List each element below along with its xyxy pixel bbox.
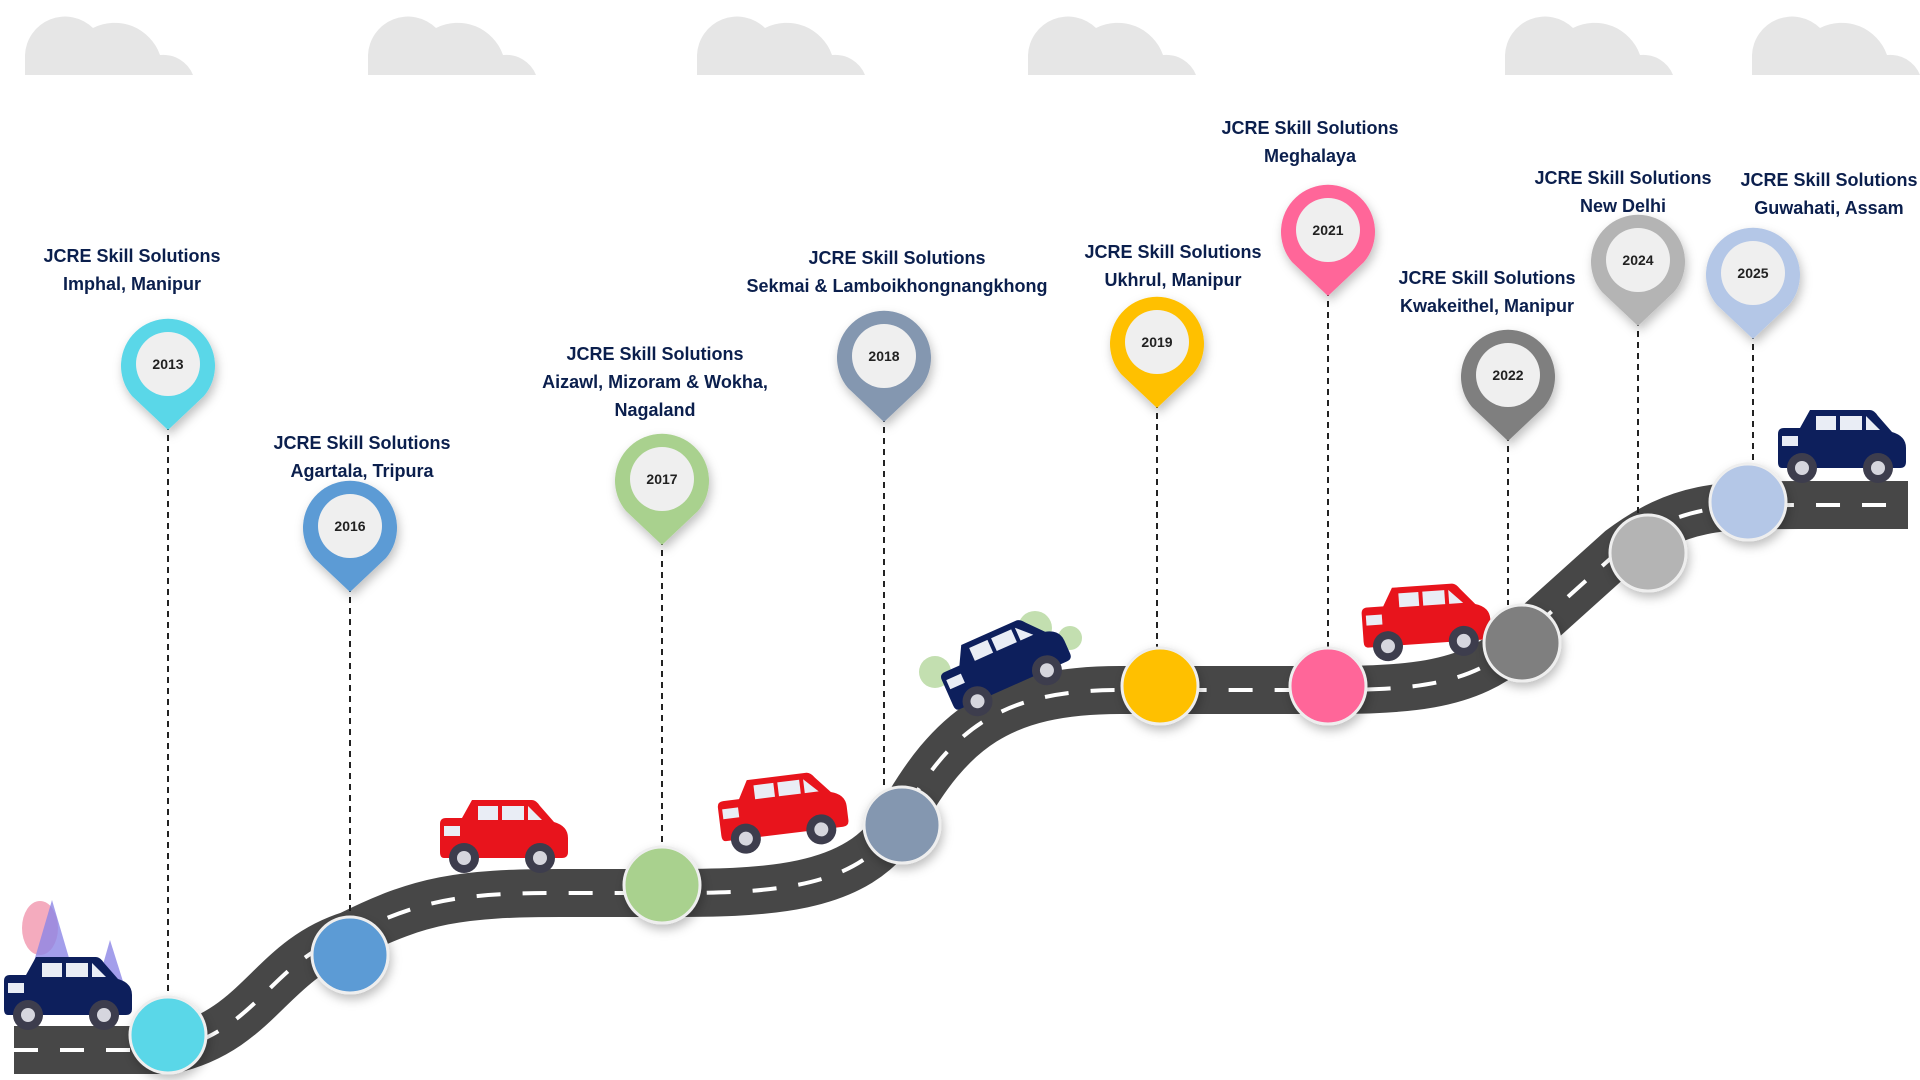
car-red-3 <box>1361 583 1492 662</box>
cloud-icon <box>25 16 193 76</box>
milestone-line1: JCRE Skill Solutions <box>1740 170 1918 190</box>
milestone-line1: JCRE Skill Solutions <box>273 433 451 453</box>
milestone-line2: Ukhrul, Manipur <box>1104 270 1242 290</box>
milestone-line1: JCRE Skill Solutions <box>43 246 221 266</box>
year-label: 2016 <box>334 518 365 534</box>
milestone-dot-2018 <box>862 785 942 865</box>
cloud-icon <box>1752 16 1920 75</box>
milestone-dot-2025 <box>1708 462 1788 542</box>
year-label: 2021 <box>1312 222 1343 238</box>
car-red-2 <box>717 772 849 854</box>
milestone-line1: JCRE Skill Solutions <box>566 344 744 364</box>
cloud-icon <box>1505 16 1673 75</box>
car-navy-middle <box>941 620 1071 717</box>
milestone-line2: Aizawl, Mizoram & Wokha, <box>542 372 768 392</box>
year-label: 2025 <box>1737 265 1768 281</box>
year-label: 2017 <box>646 471 677 487</box>
cloud-icon <box>697 16 865 75</box>
milestone-dot-2019 <box>1120 646 1200 726</box>
milestone-dot-2021 <box>1288 646 1368 726</box>
milestone-line1: JCRE Skill Solutions <box>1398 268 1576 288</box>
milestone-dot-2013 <box>128 995 208 1075</box>
year-label: 2018 <box>868 348 899 364</box>
milestone-line2: Sekmai & Lamboikhongnangkhong <box>746 276 1048 296</box>
milestone-line2: Imphal, Manipur <box>62 274 201 294</box>
milestone-dot-2016 <box>310 915 390 995</box>
car-navy-end <box>1778 410 1906 483</box>
milestone-line1: JCRE Skill Solutions <box>808 248 986 268</box>
map-pin-icon: 2017 <box>615 433 709 545</box>
year-label: 2013 <box>152 356 183 372</box>
map-pin-icon: 2013 <box>121 318 216 430</box>
milestone-line2: Kwakeithel, Manipur <box>1399 296 1575 316</box>
map-pin-icon: 2019 <box>1110 296 1204 408</box>
milestone-dot-2017 <box>622 845 702 925</box>
year-label: 2024 <box>1622 252 1653 268</box>
year-label: 2022 <box>1492 367 1523 383</box>
milestone-line1: JCRE Skill Solutions <box>1084 242 1262 262</box>
year-label: 2019 <box>1141 334 1172 350</box>
milestone-line2: Meghalaya <box>1263 146 1357 166</box>
milestone-line3: Nagaland <box>614 400 696 420</box>
road <box>14 481 1908 1074</box>
milestone-line2: Guwahati, Assam <box>1754 198 1904 218</box>
milestone-line2: New Delhi <box>1579 196 1667 216</box>
cloud-icon <box>1028 16 1196 76</box>
map-pin-icon: 2025 <box>1705 227 1800 339</box>
map-pin-icon: 2024 <box>1590 214 1685 326</box>
map-pin-icon: 2021 <box>1281 184 1375 296</box>
car-red-1 <box>440 800 568 873</box>
cloud-icon <box>368 16 536 75</box>
map-pin-icon: 2018 <box>836 310 931 422</box>
milestone-dot-2024 <box>1608 513 1688 593</box>
map-pin-icon: 2022 <box>1461 329 1555 441</box>
clouds <box>25 16 1920 76</box>
car-navy-start <box>4 957 132 1030</box>
milestone-line1: JCRE Skill Solutions <box>1221 118 1399 138</box>
milestone-line1: JCRE Skill Solutions <box>1534 168 1712 188</box>
milestone-dot-2022 <box>1482 603 1562 683</box>
map-pin-icon: 2016 <box>303 480 397 592</box>
milestone-line2: Agartala, Tripura <box>290 461 434 481</box>
